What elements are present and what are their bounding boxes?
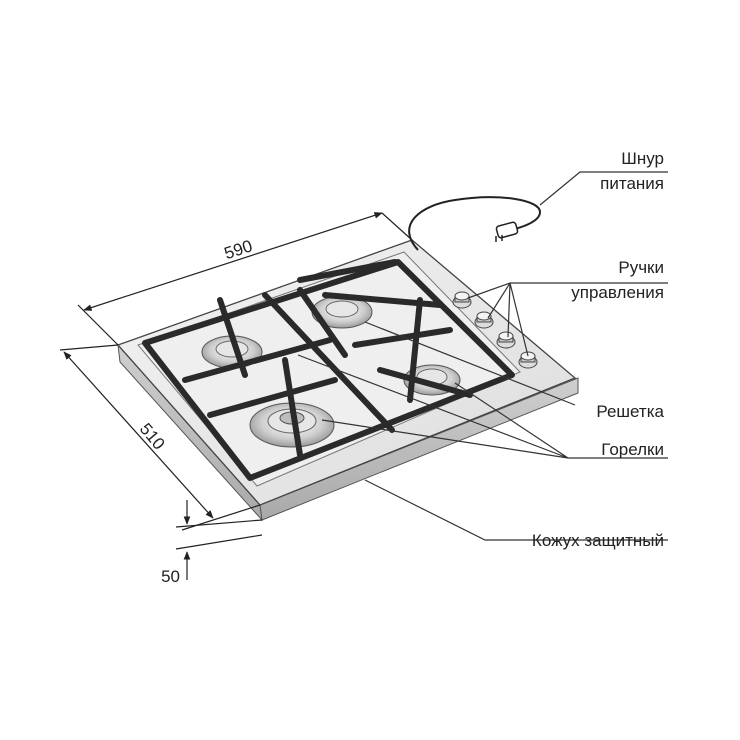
label-power-cord-line2: питания xyxy=(600,174,664,193)
dim-width-label: 590 xyxy=(222,236,255,263)
control-knobs xyxy=(452,291,538,369)
label-power-cord-line1: Шнур xyxy=(621,149,664,168)
power-cord xyxy=(408,196,542,251)
knob-2 xyxy=(474,311,494,329)
leader-knobs xyxy=(467,282,668,357)
height-ext-bottom xyxy=(175,534,263,550)
cord-wire xyxy=(408,196,542,251)
hob-right-face xyxy=(259,377,579,521)
leader-grate xyxy=(364,321,576,406)
leader-power-cord xyxy=(539,171,668,206)
dimension-lines xyxy=(59,212,413,580)
width-ext-left xyxy=(77,304,119,346)
dim-height-label: 50 xyxy=(161,567,180,586)
plug-icon xyxy=(495,221,519,242)
grate-center-bar xyxy=(262,292,395,433)
leader-casing xyxy=(364,479,668,541)
label-grate: Решетка xyxy=(596,402,664,421)
label-knobs-line2: управления xyxy=(571,283,664,302)
height-ext-top xyxy=(175,519,263,528)
width-dim-line xyxy=(83,212,383,311)
knob-3 xyxy=(496,331,516,349)
leader-lines xyxy=(297,171,668,541)
depth-dim-line xyxy=(63,351,214,519)
labels: Шнур питания Ручки управления Решетка Го… xyxy=(136,149,665,586)
label-burners: Горелки xyxy=(601,440,664,459)
knob-1 xyxy=(452,291,472,309)
grate-left-bars xyxy=(182,297,338,458)
depth-ext-bottom xyxy=(181,504,261,531)
label-casing: Кожух защитный xyxy=(532,531,664,550)
knob-4 xyxy=(518,351,538,369)
leader-burners xyxy=(297,354,668,459)
label-knobs-line1: Ручки xyxy=(618,258,664,277)
width-ext-right xyxy=(381,212,413,241)
dim-depth-label: 510 xyxy=(136,419,169,453)
depth-ext-top xyxy=(59,344,119,351)
